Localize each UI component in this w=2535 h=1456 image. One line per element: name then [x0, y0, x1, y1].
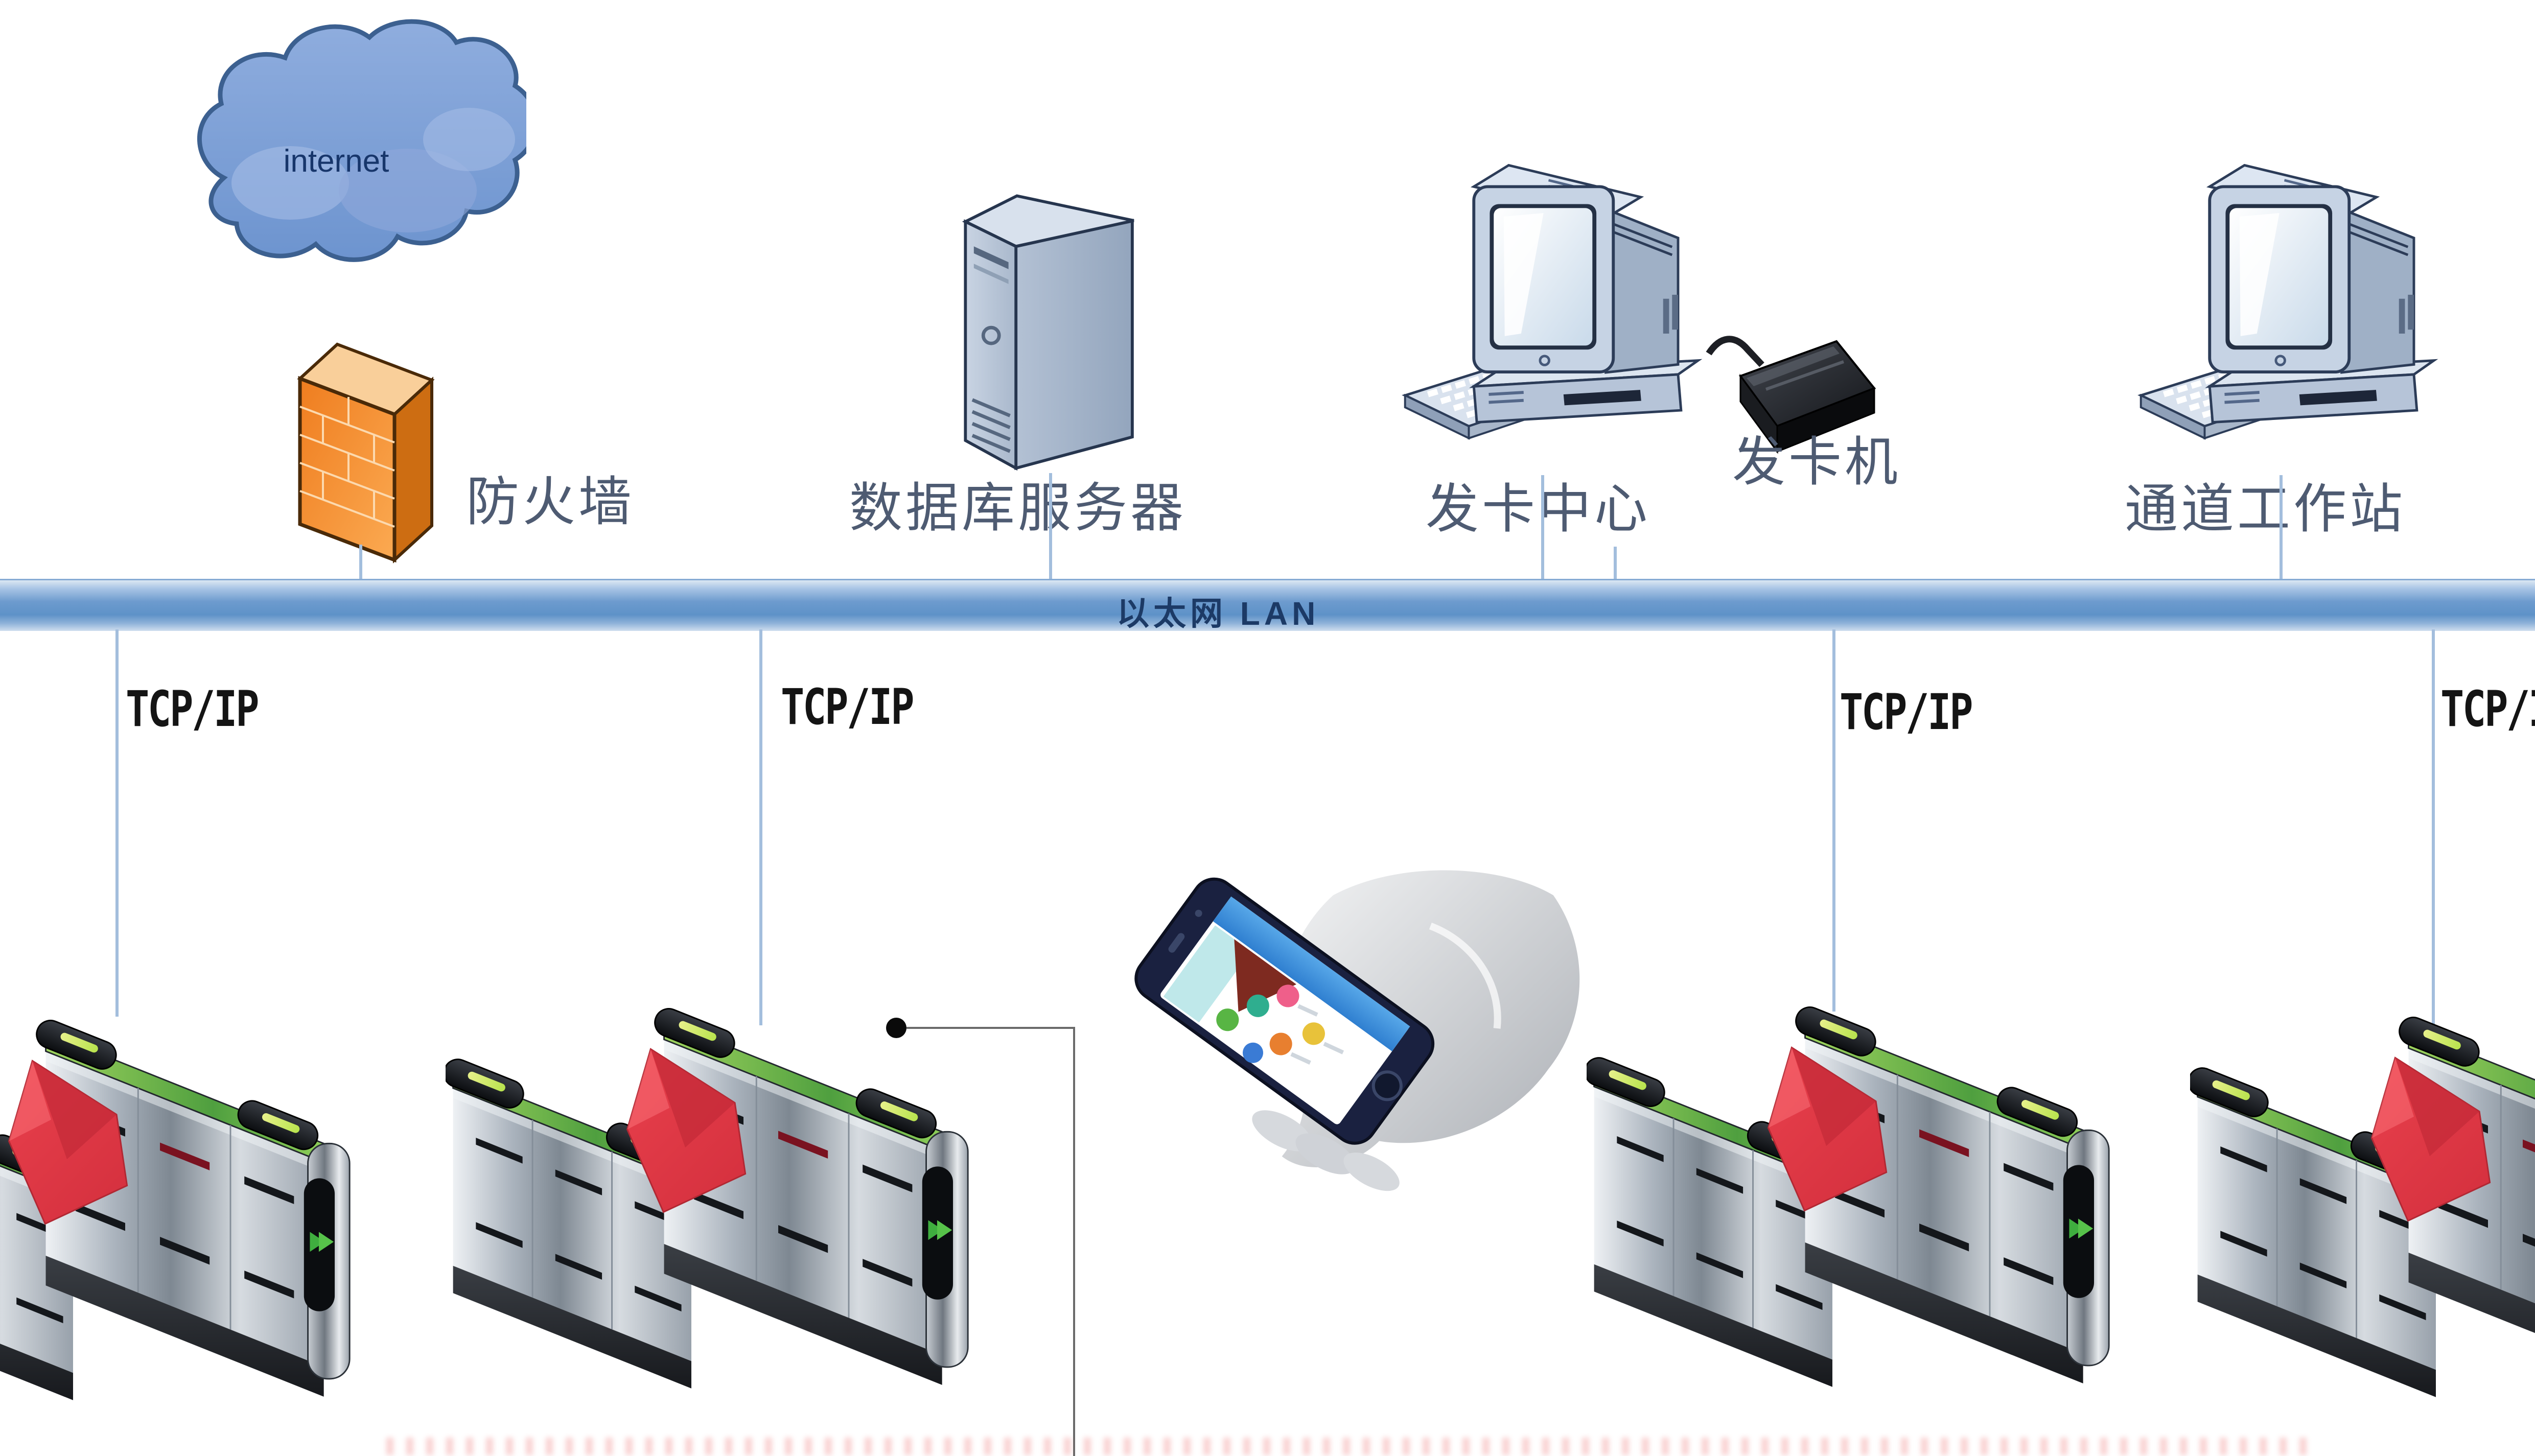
turnstile-group-1: [0, 1015, 351, 1401]
callout-dot: [886, 1018, 906, 1038]
tcpip-drop-line-3: [1832, 629, 1835, 1012]
app-icon: [1302, 1022, 1325, 1045]
ethernet-lan-bus: 以太网 LAN: [0, 579, 2535, 632]
workstation-label: 通道工作站: [2125, 478, 2406, 540]
tcpip-drop-line-1: [115, 629, 119, 1017]
finger: [1295, 1133, 1356, 1175]
database-label: 数据库服务器: [849, 477, 1187, 539]
card-center-pc: [1399, 148, 1718, 479]
tcpip-label-1: TCP/IP: [126, 680, 259, 738]
turnstile-group-3: [1587, 1002, 2110, 1388]
screen-image: [1234, 939, 1296, 1012]
firewall-label: 防火墙: [466, 471, 635, 533]
database-server-icon: [962, 194, 1134, 471]
card-slot: [1765, 360, 1845, 391]
callout-line-vertical: [1073, 1027, 1075, 1456]
connector-cardcenter-lan: [1541, 475, 1544, 580]
tcpip-drop-line-4: [2432, 629, 2435, 1025]
app-icon: [1276, 984, 1299, 1007]
connector-server-lan: [1049, 473, 1052, 580]
home-button: [1371, 1070, 1403, 1101]
callout-line-horizontal: [906, 1027, 1075, 1029]
earpiece: [1168, 933, 1185, 953]
connector-firewall-lan: [359, 545, 362, 580]
brick-lines: [299, 397, 395, 528]
card-issuer-label: 发卡机: [1732, 431, 1901, 493]
clipped-caption-strip: [386, 1438, 2308, 1455]
mobile-phone-in-hand: [1134, 870, 1580, 1191]
tcpip-drop-line-2: [759, 629, 762, 1025]
card-issuer-device: [1706, 336, 1876, 454]
lan-label: 以太网 LAN: [1117, 595, 1320, 632]
turnstile-group-4: [2190, 1012, 2535, 1398]
app-icon: [1216, 1008, 1239, 1031]
card-center-label: 发卡中心: [1426, 478, 1651, 540]
tcpip-label-2: TCP/IP: [781, 678, 914, 736]
tcpip-label-3: TCP/IP: [1840, 684, 1973, 741]
connector-cardcenter-lan-2: [1614, 547, 1617, 580]
smartphone: [1134, 877, 1435, 1145]
finger: [1343, 1153, 1400, 1191]
workstation-pc: [2135, 148, 2454, 479]
firewall-icon: [297, 342, 435, 563]
internet-label: internet: [284, 144, 389, 179]
tcpip-label-4: TCP/IP: [2440, 680, 2535, 738]
app-icon: [1242, 1042, 1264, 1063]
cable: [1706, 336, 1764, 367]
power-button: [981, 325, 1001, 345]
internet-cloud: internet: [197, 19, 526, 262]
turnstile-group-2: [446, 1003, 969, 1390]
app-icon: [1246, 994, 1269, 1017]
screen-header: [1213, 896, 1410, 1051]
camera-dot: [1195, 909, 1202, 917]
connector-workstation-lan: [2280, 475, 2283, 580]
app-icon: [1269, 1032, 1292, 1055]
